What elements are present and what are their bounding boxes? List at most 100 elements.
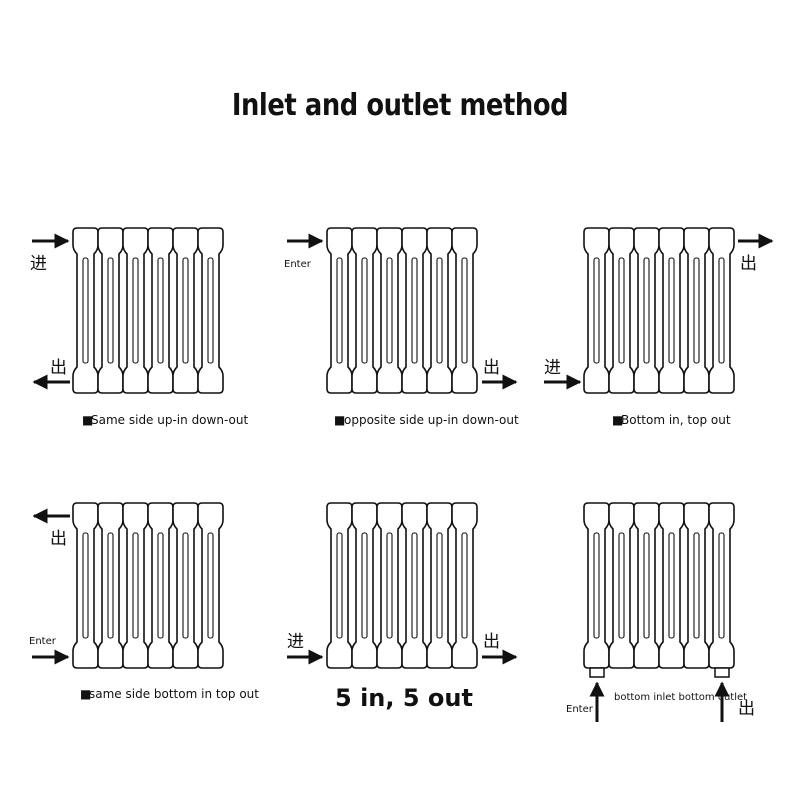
radiator-section	[633, 502, 660, 669]
radiator-section	[401, 227, 428, 394]
radiator-section	[326, 227, 353, 394]
radiator-slot	[386, 532, 393, 639]
panel-same-side-up-in-down-out: 进 出 ■ Same side up-in down-out	[30, 227, 248, 427]
outlet-label: 出	[740, 254, 757, 274]
radiator-section	[658, 227, 685, 394]
radiator-section	[451, 227, 478, 394]
radiator-slot	[82, 257, 89, 364]
radiator-section	[72, 502, 99, 669]
caption: Same side up-in down-out	[91, 413, 248, 427]
inlet-label: 进	[30, 254, 47, 274]
caption: opposite side up-in down-out	[344, 413, 519, 427]
radiator-slot	[693, 257, 700, 364]
panel-opposite-side-up-in-down-out: Enter 出 ■ opposite side up-in down-out	[284, 227, 519, 427]
radiator-slot	[82, 532, 89, 639]
radiator-slot	[182, 257, 189, 364]
radiator-section	[451, 502, 478, 669]
radiator-section	[401, 502, 428, 669]
radiator-section	[351, 227, 378, 394]
panel-bottom-inlet-bottom-outlet: Enter 出 bottom inlet bottom outlet	[566, 502, 755, 722]
radiator-slot	[643, 532, 650, 639]
inlet-label: Enter	[566, 704, 594, 715]
radiator-slot	[336, 257, 343, 364]
radiator-slot	[693, 532, 700, 639]
radiator-2	[326, 227, 478, 394]
panel-same-side-bottom-in-top-out: 出 Enter ■ same side bottom in top out	[29, 502, 259, 701]
radiator-4	[72, 502, 224, 669]
radiator-slot	[718, 532, 725, 639]
radiator-5	[326, 502, 478, 669]
radiator-section	[708, 502, 735, 669]
radiator-slot	[207, 257, 214, 364]
radiator-section	[122, 502, 149, 669]
caption-marker: ■	[82, 413, 93, 427]
radiator-slot	[668, 532, 675, 639]
radiator-section	[426, 502, 453, 669]
radiator-section	[97, 227, 124, 394]
radiator-section	[658, 502, 685, 669]
radiator-slot	[411, 532, 418, 639]
radiator-section	[97, 502, 124, 669]
radiator-section	[608, 502, 635, 669]
radiator-slot	[107, 257, 114, 364]
radiator-3	[583, 227, 735, 394]
panel-bottom-in-top-out: 出 进 ■ Bottom in, top out	[544, 227, 774, 427]
outlet-label: 出	[483, 358, 500, 378]
radiator-slot	[132, 532, 139, 639]
radiator-slot	[361, 257, 368, 364]
radiator-slot	[182, 532, 189, 639]
caption: 5 in, 5 out	[335, 684, 473, 712]
radiator-slot	[618, 257, 625, 364]
radiator-slot	[436, 532, 443, 639]
caption: same side bottom in top out	[89, 687, 259, 701]
radiator-section	[583, 502, 610, 669]
inlet-label: Enter	[29, 636, 57, 647]
radiator-section	[683, 502, 710, 669]
radiator-section	[608, 227, 635, 394]
caption-marker: ■	[80, 687, 91, 701]
radiator-section	[633, 227, 660, 394]
radiator-section	[426, 227, 453, 394]
radiator-slot	[361, 532, 368, 639]
outlet-label: 出	[50, 358, 67, 378]
page-title: Inlet and outlet method	[231, 88, 569, 123]
radiator-slot	[593, 532, 600, 639]
outlet-label: 出	[738, 699, 755, 719]
radiator-section	[326, 502, 353, 669]
caption: Bottom in, top out	[621, 413, 731, 427]
radiator-slot	[157, 532, 164, 639]
radiator-section	[122, 227, 149, 394]
radiator-slot	[207, 532, 214, 639]
radiator-section	[197, 502, 224, 669]
radiator-section	[583, 227, 610, 394]
radiator-slot	[718, 257, 725, 364]
outlet-label: 出	[50, 529, 67, 549]
outlet-label: 出	[483, 632, 500, 652]
radiator-slot	[132, 257, 139, 364]
radiator-slot	[336, 532, 343, 639]
radiator-section	[683, 227, 710, 394]
radiator-section	[147, 227, 174, 394]
radiator-slot	[436, 257, 443, 364]
radiator-slot	[461, 257, 468, 364]
radiator-section	[72, 227, 99, 394]
radiator-section	[197, 227, 224, 394]
radiator-6	[583, 502, 735, 669]
radiator-section	[351, 502, 378, 669]
inlet-pipe-stub	[589, 667, 605, 678]
inlet-label: 进	[544, 358, 561, 378]
radiator-slot	[618, 532, 625, 639]
caption-marker: ■	[612, 413, 623, 427]
radiator-slot	[643, 257, 650, 364]
radiator-1	[72, 227, 224, 394]
radiator-section	[147, 502, 174, 669]
panel-5-in-5-out: 进 出 5 in, 5 out	[287, 502, 518, 712]
radiator-section	[172, 227, 199, 394]
radiator-section	[376, 227, 403, 394]
radiator-slot	[461, 532, 468, 639]
radiator-slot	[411, 257, 418, 364]
inlet-label: 进	[287, 632, 304, 652]
radiator-section	[172, 502, 199, 669]
radiator-section	[376, 502, 403, 669]
radiator-slot	[386, 257, 393, 364]
